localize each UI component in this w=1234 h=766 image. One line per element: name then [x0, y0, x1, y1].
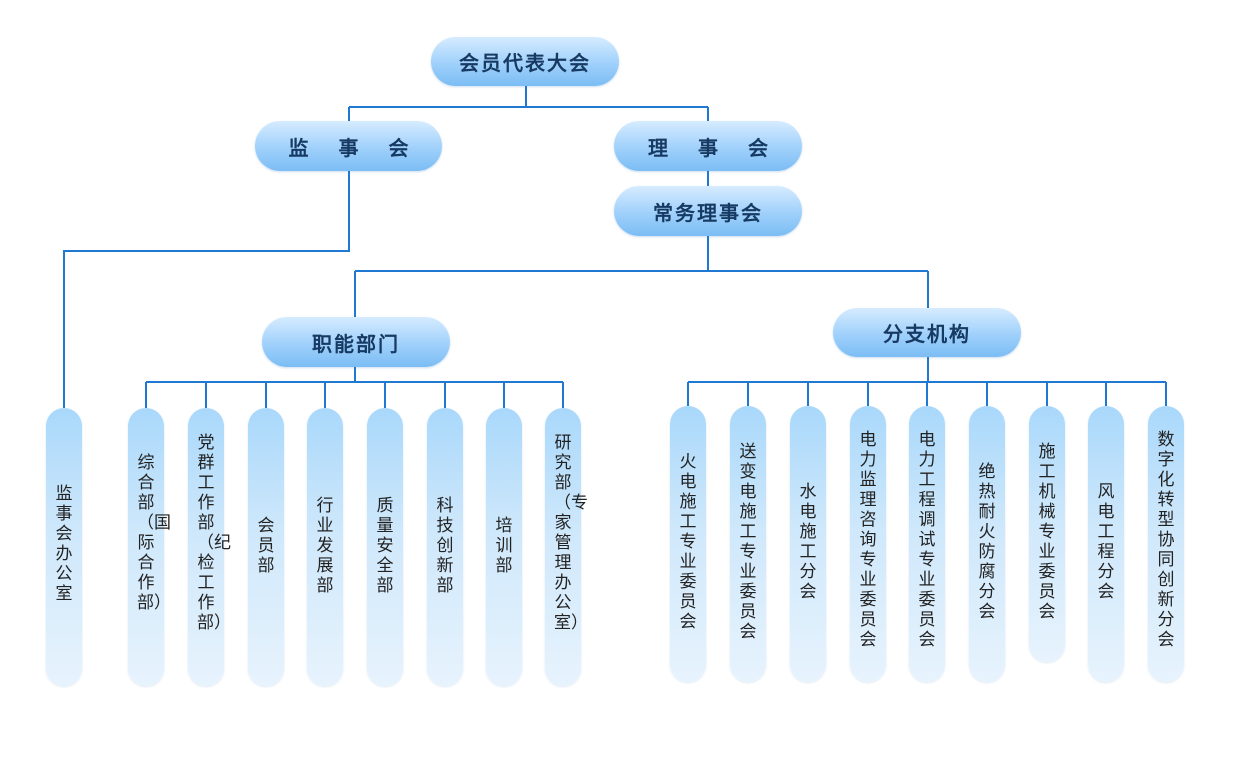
dept-label-quality: 质量安全部	[376, 496, 394, 596]
supervisory-board-char-1: 监	[288, 135, 309, 160]
council-char-3: 会	[748, 135, 768, 160]
supervisory-board-node: 监事会	[255, 121, 442, 171]
supervisory-board-char-3: 会	[388, 135, 409, 160]
branch-label-thermal: 火电施工专业委员会	[679, 452, 697, 632]
branch-pill-thermal: 火电施工专业委员会	[670, 406, 706, 682]
functional-departments-node: 职能部门	[262, 317, 450, 367]
standing-council-node: 常务理事会	[614, 186, 802, 236]
member-assembly-label: 会员代表大会	[459, 51, 591, 75]
member-assembly-node: 会员代表大会	[431, 37, 619, 86]
dept-pill-tech: 科技创新部	[427, 408, 463, 686]
dept-label-industry: 行业发展部	[316, 496, 334, 596]
supervisory-office-pill: 监事会办公室	[46, 408, 82, 686]
functional-departments-label: 职能部门	[312, 331, 400, 356]
branch-pill-insulation: 绝热耐火防腐分会	[969, 406, 1005, 682]
dept-label-party: 党群工作部（纪检工作部）	[197, 433, 231, 633]
branch-pill-wind: 风电工程分会	[1088, 406, 1124, 682]
branch-pill-supervision: 电力监理咨询专业委员会	[850, 406, 886, 682]
council-node: 理事会	[614, 121, 802, 171]
branch-label-supervision: 电力监理咨询专业委员会	[859, 430, 877, 650]
branch-pill-transmission: 送变电施工专业委员会	[730, 406, 766, 682]
branch-pill-digital: 数字化转型协同创新分会	[1148, 406, 1184, 682]
supervisory-board-char-2: 事	[338, 135, 359, 160]
branch-label-commissioning: 电力工程调试专业委员会	[918, 430, 936, 650]
dept-label-research: 研究部（专家管理办公室）	[554, 433, 588, 633]
branch-label-wind: 风电工程分会	[1097, 482, 1115, 602]
branch-pill-machinery: 施工机械专业委员会	[1029, 406, 1065, 662]
dept-label-training: 培训部	[495, 516, 513, 576]
branch-label-digital: 数字化转型协同创新分会	[1157, 430, 1175, 650]
dept-pill-research: 研究部（专家管理办公室）	[545, 408, 588, 686]
dept-pill-industry: 行业发展部	[307, 408, 343, 686]
dept-pill-general: 综合部（国际合作部）	[128, 408, 171, 686]
standing-council-label: 常务理事会	[653, 200, 763, 225]
branch-label-machinery: 施工机械专业委员会	[1038, 442, 1056, 622]
dept-label-member: 会员部	[257, 516, 275, 576]
branch-pill-commissioning: 电力工程调试专业委员会	[909, 406, 945, 682]
branch-organizations-node: 分支机构	[833, 308, 1021, 357]
dept-pill-training: 培训部	[486, 408, 522, 686]
dept-pill-party: 党群工作部（纪检工作部）	[188, 408, 231, 686]
council-char-2: 事	[698, 135, 718, 160]
branch-label-transmission: 送变电施工专业委员会	[739, 442, 757, 642]
branch-organizations-label: 分支机构	[883, 322, 971, 346]
branch-label-hydro: 水电施工分会	[799, 482, 817, 602]
dept-pill-quality: 质量安全部	[367, 408, 403, 686]
dept-label-tech: 科技创新部	[436, 496, 454, 596]
dept-pill-member: 会员部	[248, 408, 284, 686]
supervisory-office-label: 监事会办公室	[55, 484, 73, 604]
council-char-1: 理	[648, 135, 668, 160]
dept-label-general: 综合部（国际合作部）	[137, 453, 171, 613]
branch-pill-hydro: 水电施工分会	[790, 406, 826, 682]
branch-label-insulation: 绝热耐火防腐分会	[978, 462, 996, 622]
